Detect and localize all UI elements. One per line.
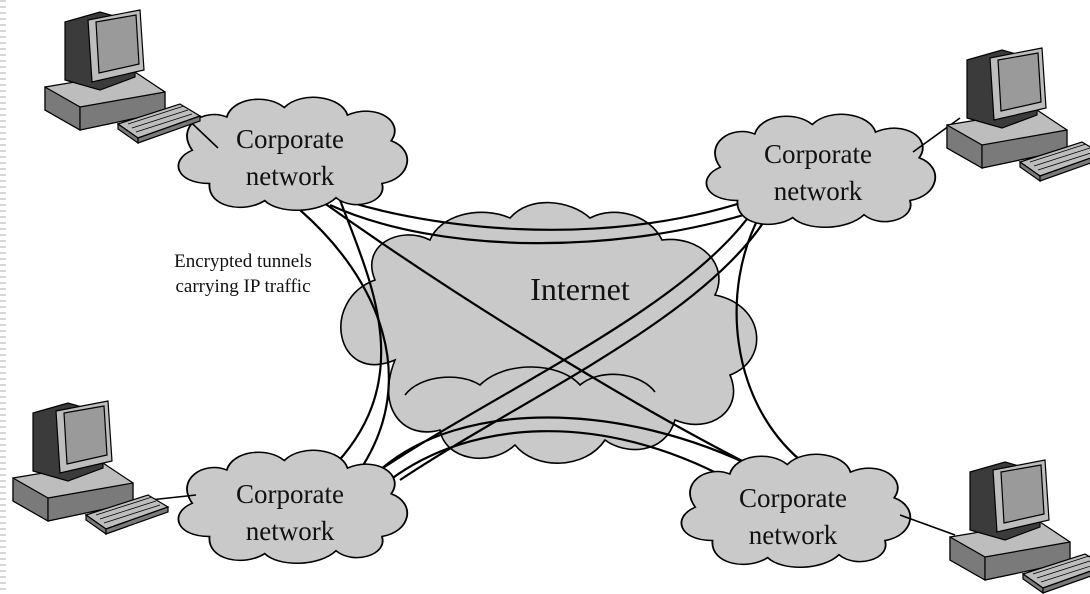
corporate-network-bottom-right: Corporate network — [680, 453, 912, 569]
network-label-line2: network — [246, 516, 335, 546]
left-edge-dots — [0, 0, 6, 594]
cable-bottom-left — [149, 494, 197, 501]
network-label-line1: Corporate — [236, 124, 344, 154]
corporate-network-top-left: Corporate network — [177, 96, 409, 212]
computer-icon — [946, 47, 1090, 182]
tunnel-annotation-line1: Encrypted tunnels — [174, 251, 312, 272]
computer-icon — [949, 459, 1090, 594]
network-label-line2: network — [246, 161, 335, 191]
corporate-network-top-right: Corporate network — [705, 113, 937, 229]
network-label-line2: network — [774, 176, 863, 206]
computer-icon — [44, 9, 201, 144]
network-label-line1: Corporate — [236, 479, 344, 509]
tunnel-lines — [299, 190, 801, 481]
internet-cloud — [340, 201, 758, 464]
tunnel-annotation-line2: carrying IP traffic — [175, 276, 310, 297]
network-label-line1: Corporate — [739, 483, 847, 513]
computer-icon — [12, 400, 169, 535]
corporate-network-bottom-left: Corporate network — [177, 449, 409, 565]
cable-bottom-right — [899, 514, 956, 536]
network-label-line1: Corporate — [764, 139, 872, 169]
internet-label: Internet — [530, 271, 630, 307]
network-label-line2: network — [749, 520, 838, 550]
